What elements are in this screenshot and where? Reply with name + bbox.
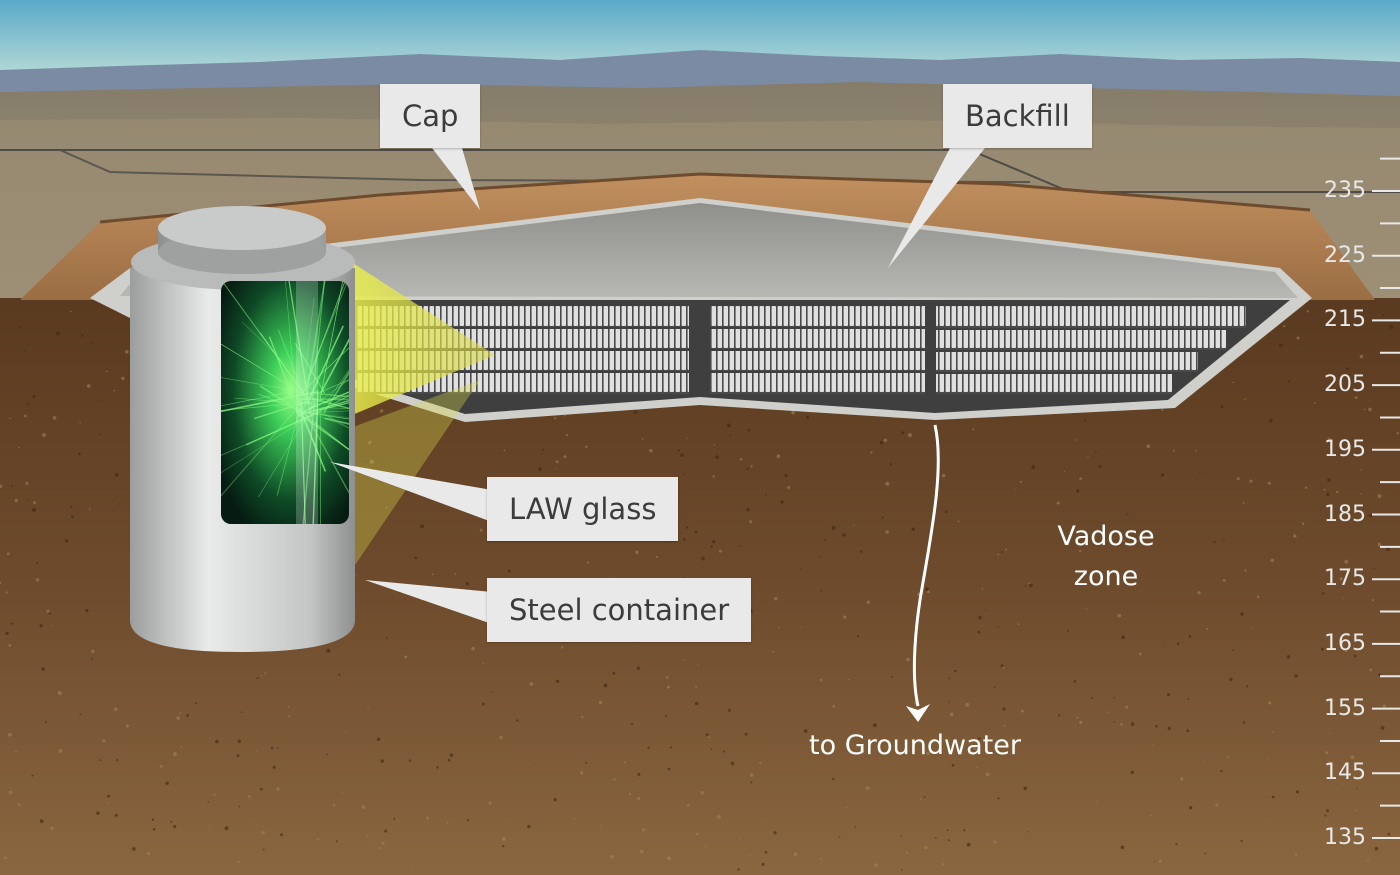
steel-container-callout: Steel container	[487, 578, 752, 642]
scale-tick-label: 145	[1324, 760, 1366, 786]
cap-edge	[99, 172, 1311, 224]
law-glass-texture	[221, 281, 349, 524]
law-glass-callout: LAW glass	[487, 477, 679, 541]
vadose-zone-line2: zone	[1073, 561, 1139, 592]
cap-pointer	[432, 148, 480, 210]
elevation-scale	[1372, 157, 1400, 839]
scale-tick-label: 155	[1324, 695, 1366, 721]
backfill-pointer	[888, 148, 985, 268]
scale-tick-label: 235	[1324, 178, 1366, 203]
horizon-road	[0, 149, 1400, 193]
scale-tick-label: 225	[1324, 242, 1366, 268]
scale-tick-label: 165	[1324, 630, 1366, 656]
scale-tick-label: 205	[1324, 372, 1366, 398]
vadose-zone-line1: Vadose	[1057, 521, 1155, 552]
scale-tick-label: 135	[1324, 825, 1366, 850]
backfill-layer	[120, 203, 1298, 298]
scale-tick-label: 185	[1324, 501, 1366, 527]
scale-tick-label: 175	[1324, 566, 1366, 592]
scale-tick-label: 195	[1324, 436, 1366, 462]
scale-tick-label: 215	[1324, 307, 1366, 333]
magnification-beam	[345, 258, 495, 418]
law-glass-pointer	[330, 462, 492, 522]
waste-package-array	[357, 306, 1246, 394]
groundwater-flow-arrow	[912, 424, 940, 707]
steel-container-pointer	[365, 580, 492, 624]
to-groundwater-label: to Groundwater	[809, 730, 1021, 761]
steel-container-illustration	[130, 206, 355, 652]
groundwater-arrowhead	[906, 704, 930, 722]
vadose-zone-label: Vadose zone	[1018, 517, 1194, 597]
backfill-callout: Backfill	[943, 84, 1092, 148]
cap-callout: Cap	[380, 84, 481, 148]
